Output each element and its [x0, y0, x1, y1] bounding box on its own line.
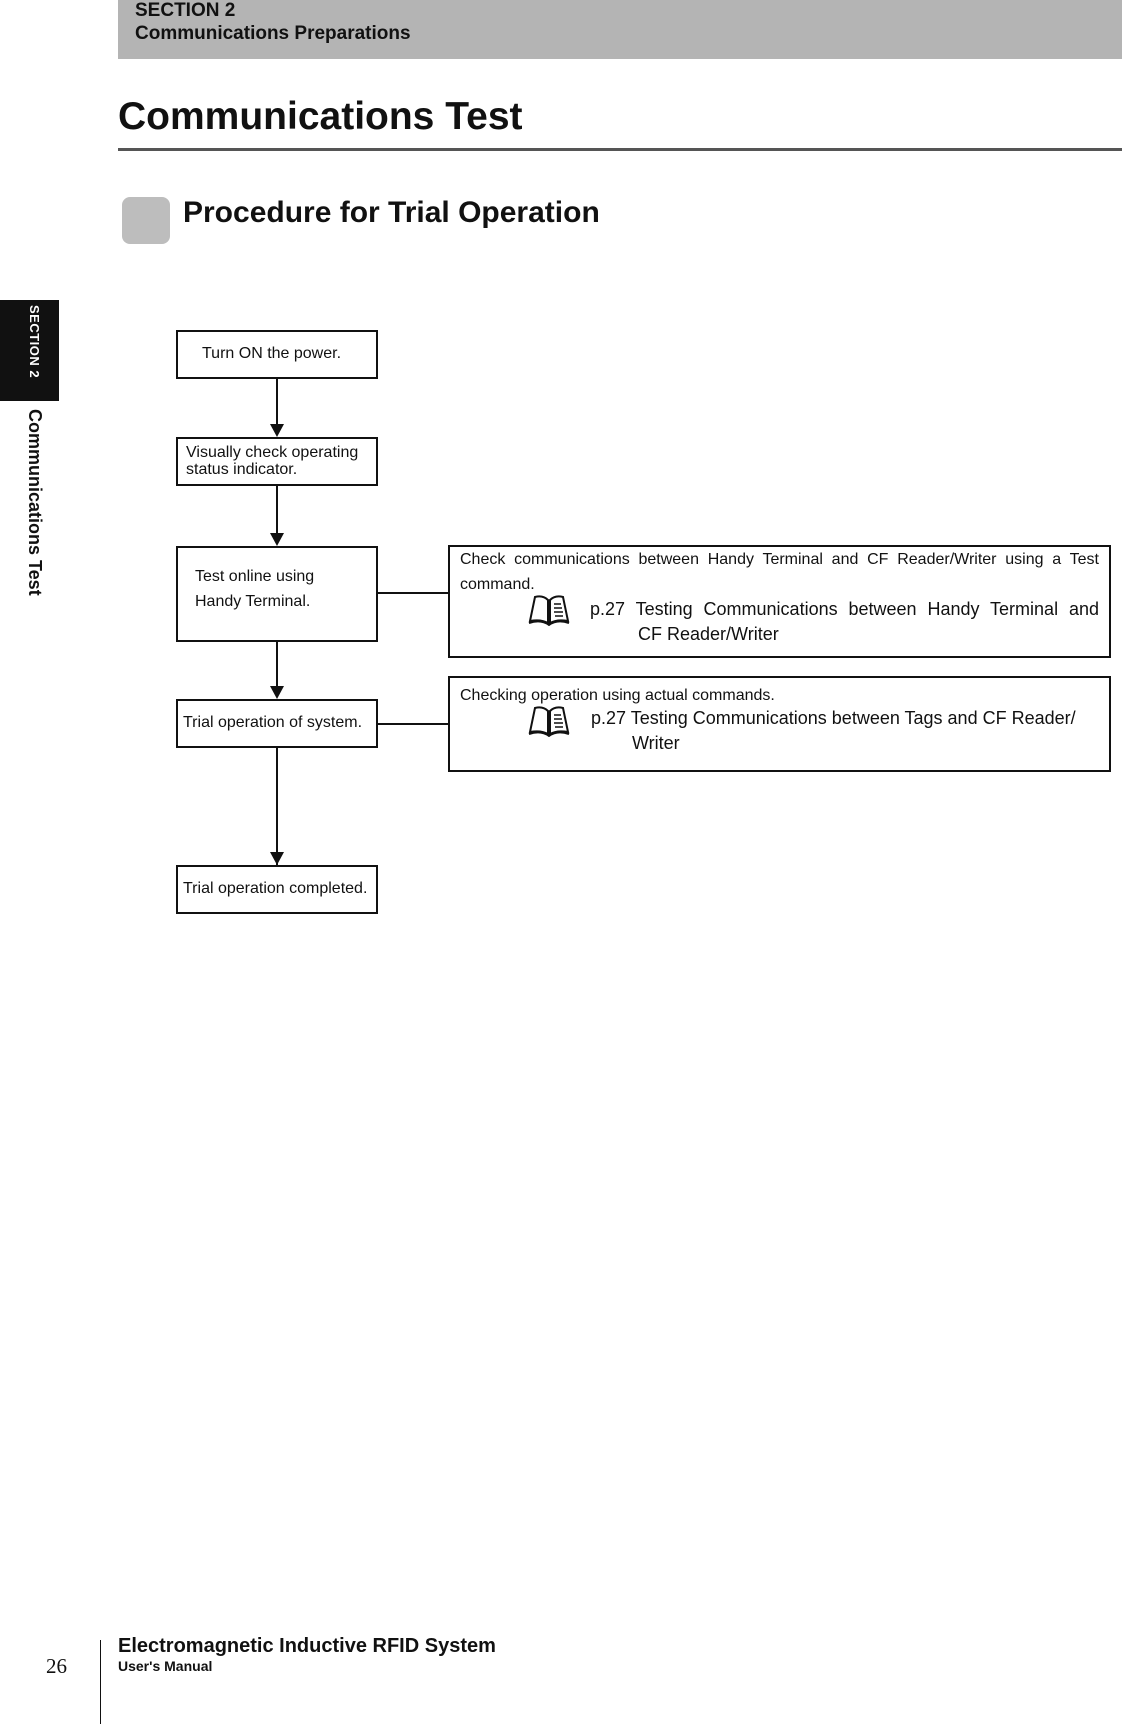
flow-connector	[276, 642, 278, 687]
note-test-command: Check communications between Handy Termi…	[448, 545, 1111, 658]
note-text: Checking operation using actual commands…	[460, 687, 775, 704]
flow-step-text: Trial operation of system.	[183, 714, 363, 731]
flow-step-power-on: Turn ON the power.	[176, 330, 378, 379]
section-label: SECTION 2	[135, 0, 236, 21]
footer-subtitle: User's Manual	[118, 1658, 213, 1674]
footer-divider	[100, 1640, 101, 1724]
flow-arrow-icon	[270, 686, 284, 699]
flow-step-text: Handy Terminal.	[195, 593, 311, 610]
note-text: Check communications between Handy Termi…	[460, 551, 1099, 593]
flow-connector	[378, 723, 449, 725]
side-section-tab	[0, 300, 59, 401]
flow-step-text: Visually check operating	[186, 444, 359, 461]
manual-reference: p.27 Testing Communications between Hand…	[590, 599, 1099, 619]
flow-connector	[378, 592, 449, 594]
flow-connector	[276, 486, 278, 534]
flow-step-text: Turn ON the power.	[202, 345, 342, 362]
manual-reference: Writer	[632, 733, 680, 753]
page-title: Communications Test	[118, 95, 523, 138]
flow-step-text: Trial operation completed.	[183, 880, 368, 897]
title-underline	[118, 148, 1122, 151]
footer-title: Electromagnetic Inductive RFID System	[118, 1635, 496, 1657]
flow-arrow-icon	[270, 533, 284, 546]
manual-book-icon	[528, 706, 570, 737]
manual-reference: p.27 Testing Communications between Tags…	[591, 708, 1076, 728]
flow-step-text: status indicator.	[186, 461, 298, 478]
chapter-label: Communications Preparations	[135, 23, 411, 44]
page-number: 26	[46, 1654, 67, 1678]
flow-arrow-icon	[270, 424, 284, 437]
note-actual-commands: Checking operation using actual commands…	[448, 676, 1111, 772]
manual-reference: CF Reader/Writer	[638, 624, 779, 644]
flow-arrow-icon	[270, 852, 284, 865]
subsection-marker-icon	[122, 197, 170, 244]
flow-step-text: Test online using	[195, 568, 315, 585]
side-tab-section-label: SECTION 2	[27, 305, 42, 379]
flow-connector	[276, 748, 278, 865]
flow-step-system-trial: Trial operation of system.	[176, 699, 378, 748]
section-header-band: SECTION 2 Communications Preparations	[118, 0, 1122, 59]
manual-book-icon	[528, 595, 570, 626]
side-tab-title: Communications Test	[25, 409, 45, 596]
flow-step-trial-complete: Trial operation completed.	[176, 865, 378, 914]
flow-step-check-indicator: Visually check operating status indicato…	[176, 437, 378, 486]
subsection-title: Procedure for Trial Operation	[183, 196, 600, 229]
flow-step-online-test: Test online using Handy Terminal.	[176, 546, 378, 642]
flow-connector	[276, 379, 278, 426]
